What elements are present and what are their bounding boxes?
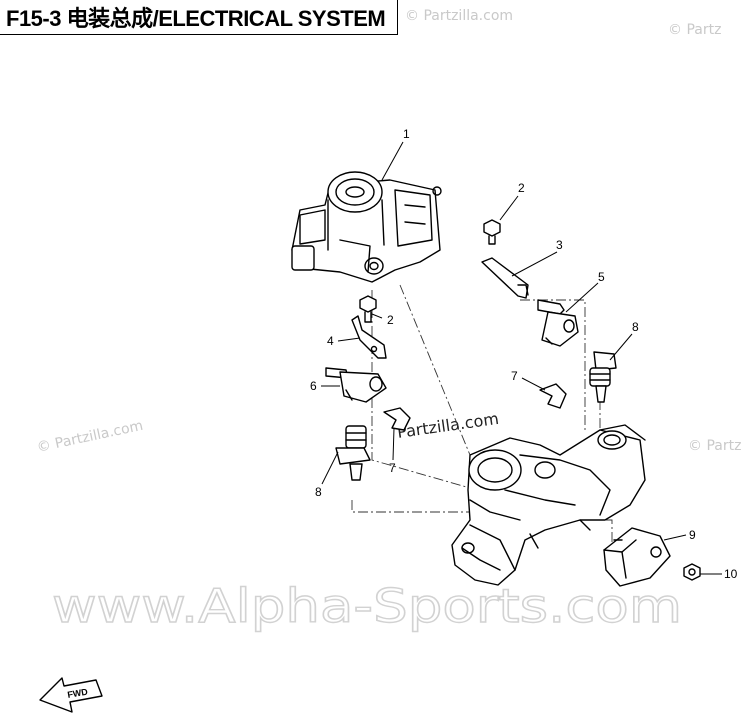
watermark-partzilla-top: © Partzilla.com xyxy=(405,8,513,24)
fwd-label: FWD xyxy=(67,686,89,699)
callout-4: 4 xyxy=(327,334,334,348)
throttle-body-part xyxy=(291,171,442,283)
module-part-9 xyxy=(603,527,671,587)
bolt-part-top xyxy=(483,219,501,245)
callout-numbers: 1 2 2 3 4 5 6 7 7 8 8 9 10 xyxy=(310,127,738,581)
callout-10: 10 xyxy=(724,567,738,581)
bolt-part-lower xyxy=(359,295,377,323)
callout-6: 6 xyxy=(310,379,317,393)
diagram-title-box: F15-3 电装总成/ELECTRICAL SYSTEM xyxy=(0,0,399,35)
leader-lines xyxy=(321,141,722,575)
clip-part-left xyxy=(383,407,411,431)
watermark-partzilla-left: © Partzilla.com xyxy=(36,418,145,456)
watermark-partzilla-right: © Partz xyxy=(688,438,741,454)
injector-part-right xyxy=(589,351,617,403)
callout-3: 3 xyxy=(556,238,563,252)
bracket-part-3 xyxy=(481,257,529,299)
sensor-part-5 xyxy=(537,299,579,347)
watermark-partzilla-top-right: © Partz xyxy=(668,22,721,38)
watermark-alpha-sports: www.Alpha-Sports.com xyxy=(52,579,682,633)
callout-2-lower: 2 xyxy=(387,313,394,327)
callout-7-left: 7 xyxy=(389,461,396,475)
watermark-partzilla-center: Partzilla.com xyxy=(396,409,500,442)
callout-2-top: 2 xyxy=(518,181,525,195)
callout-5: 5 xyxy=(598,270,605,284)
callout-8-right: 8 xyxy=(632,320,639,334)
callout-1: 1 xyxy=(403,127,410,141)
callout-7-right: 7 xyxy=(511,369,518,383)
fwd-arrow-icon: FWD xyxy=(39,677,103,713)
clip-part-right xyxy=(539,383,567,409)
sensor-part-6 xyxy=(325,367,387,403)
injector-part-left xyxy=(335,425,371,481)
bolt-part-10 xyxy=(683,563,701,581)
bracket-part-4 xyxy=(351,315,387,359)
callout-9: 9 xyxy=(689,528,696,542)
page-title: F15-3 电装总成/ELECTRICAL SYSTEM xyxy=(6,6,386,31)
intake-manifold-part xyxy=(451,424,646,586)
callout-8-left: 8 xyxy=(315,485,322,499)
